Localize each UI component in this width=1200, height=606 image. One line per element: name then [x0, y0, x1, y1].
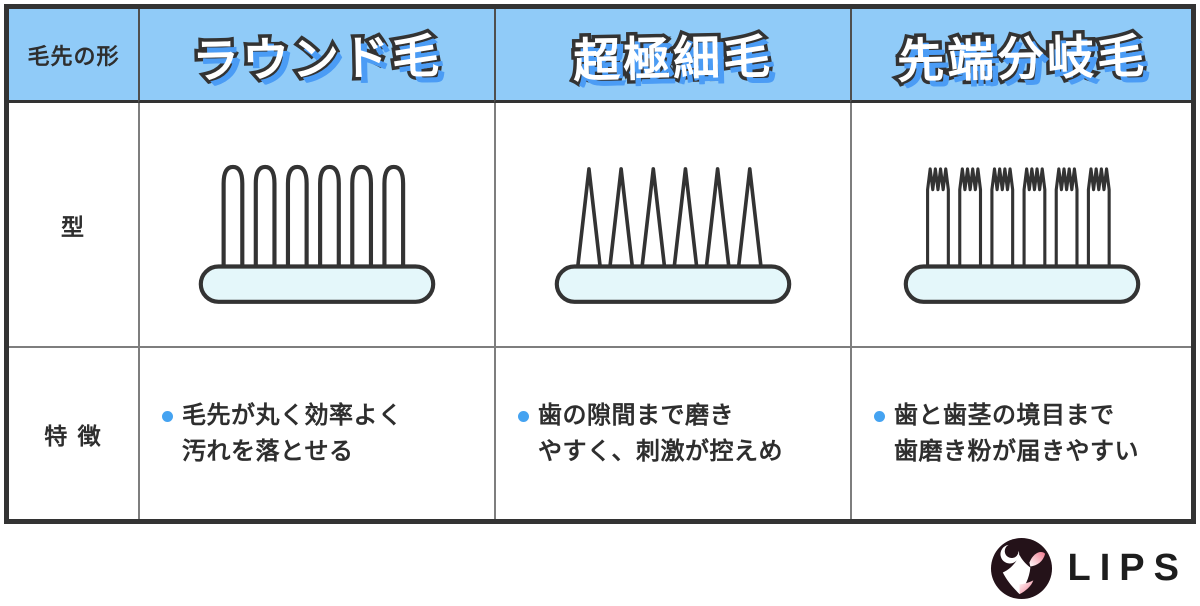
feature-cell-split: 歯と歯茎の境目まで 歯磨き粉が届きやすい: [850, 346, 1191, 519]
feature-item: 毛先が丸く効率よく 汚れを落とせる: [140, 398, 494, 470]
header-cell-round: ラウンド毛: [138, 9, 494, 103]
feature-cell-tapered: 歯の隙間まで磨き やすく、刺激が控えめ: [494, 346, 850, 519]
shape-cell-tapered: [494, 103, 850, 346]
lips-logo: LIPS: [990, 537, 1188, 600]
bullet-icon: [162, 410, 173, 422]
logo-text: LIPS: [1067, 547, 1188, 589]
feature-item: 歯の隙間まで磨き やすく、刺激が控えめ: [496, 398, 850, 470]
split-tip-bristle-brush-icon: [903, 166, 1140, 304]
row-label-features: 特 徴: [44, 422, 103, 449]
row-label-features-cell: 特 徴: [9, 346, 138, 519]
feature-line: 歯磨き粉が届きやすい: [894, 437, 1139, 465]
shape-cell-round: [138, 103, 494, 346]
feature-line: 歯と歯茎の境目まで: [894, 401, 1115, 429]
row-label-shape: 型: [61, 213, 86, 240]
feature-item: 歯と歯茎の境目まで 歯磨き粉が届きやすい: [852, 398, 1191, 470]
round-bristle-brush-icon: [198, 164, 436, 304]
bullet-icon: [874, 410, 885, 422]
header-cell-tapered: 超極細毛: [494, 9, 850, 103]
feature-line: 歯の隙間まで磨き: [538, 401, 734, 429]
feature-text-split: 歯と歯茎の境目まで 歯磨き粉が届きやすい: [894, 398, 1139, 470]
header-cell-split: 先端分岐毛: [850, 9, 1191, 103]
feature-cell-round: 毛先が丸く効率よく 汚れを落とせる: [138, 346, 494, 519]
row-label-shape-cell: 型: [9, 103, 138, 346]
column-title-split: 先端分岐毛: [893, 26, 1151, 91]
feature-line: 毛先が丸く効率よく: [182, 401, 403, 429]
feature-line: やすく、刺激が控えめ: [538, 437, 783, 465]
lips-fawn-logo-icon: [990, 537, 1052, 600]
header-corner-cell: 毛先の形: [9, 9, 138, 103]
column-title-round: ラウンド毛: [188, 26, 446, 91]
shape-cell-split: [850, 103, 1191, 346]
tapered-bristle-brush-icon: [554, 166, 792, 304]
bullet-icon: [518, 410, 529, 422]
feature-line: 汚れを落とせる: [182, 437, 354, 465]
column-title-tapered: 超極細毛: [569, 26, 777, 90]
corner-label: 毛先の形: [27, 43, 120, 69]
comparison-table: 毛先の形 ラウンド毛 超極細毛 先端分岐毛 型: [4, 4, 1196, 524]
feature-text-tapered: 歯の隙間まで磨き やすく、刺激が控えめ: [538, 398, 783, 470]
feature-text-round: 毛先が丸く効率よく 汚れを落とせる: [182, 398, 403, 470]
